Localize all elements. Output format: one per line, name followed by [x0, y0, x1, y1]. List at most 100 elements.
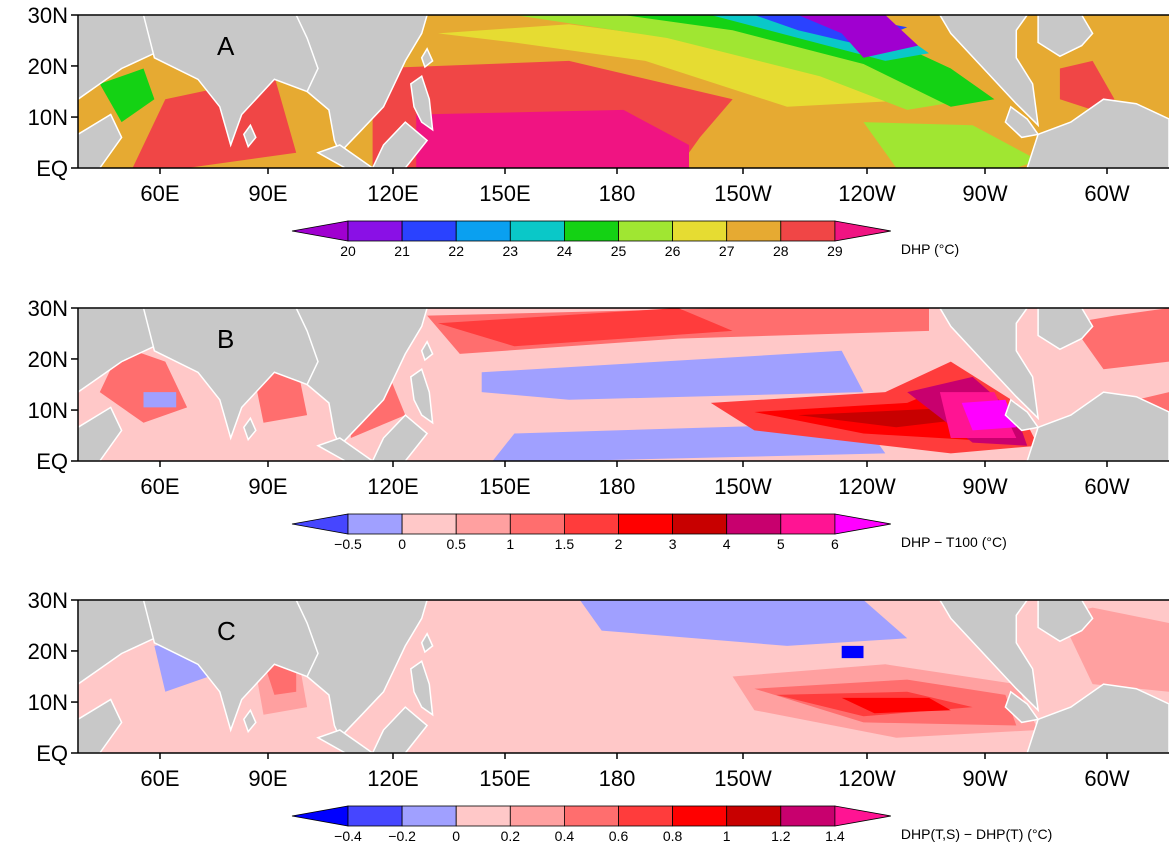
land-cuba-florida [1037, 15, 1094, 58]
lon-label: 180 [599, 181, 636, 206]
colorbar-label: 0 [398, 536, 406, 552]
colorbar-label: 5 [777, 536, 785, 552]
lon-label: 120W [838, 766, 896, 791]
lon-label: 90E [248, 766, 287, 791]
land-taiwan [420, 632, 434, 654]
colorbar-cell [780, 805, 836, 827]
colorbar-label: 0.4 [555, 828, 575, 844]
colorbar-high-arrow [834, 220, 891, 242]
colorbar-high-arrow [834, 805, 891, 827]
field-region [798, 15, 919, 58]
panel-letter: C [217, 616, 236, 646]
lat-label: 20N [28, 347, 68, 372]
colorbar-cell [401, 513, 457, 535]
land-taiwan [420, 340, 434, 362]
land-south-america [1026, 683, 1169, 753]
colorbar-cell [672, 805, 728, 827]
lon-label: 150E [479, 474, 530, 499]
colorbar-cell [780, 220, 836, 242]
land-borneo [371, 414, 429, 461]
field-region [1059, 60, 1115, 110]
colorbar-cell [509, 220, 565, 242]
lat-label: 10N [28, 690, 68, 715]
field-region [841, 645, 864, 659]
land-sri-lanka [242, 416, 257, 442]
land-sumatra-malaya [316, 144, 374, 168]
colorbar-label: 6 [831, 536, 839, 552]
colorbar-label: 25 [611, 243, 627, 259]
field-region [99, 68, 155, 123]
colorbar-cell [455, 220, 511, 242]
colorbar-high-arrow [834, 513, 891, 535]
field-region [143, 392, 177, 408]
lat-label: 30N [28, 296, 68, 321]
colorbar-cell [618, 513, 673, 535]
land-indochina [295, 15, 428, 155]
colorbar-label: 24 [557, 243, 573, 259]
land-central-america [1004, 690, 1040, 724]
lon-label: 150E [479, 181, 530, 206]
land-borneo [371, 706, 429, 753]
lon-label: 120W [838, 181, 896, 206]
colorbar-label: 26 [665, 243, 681, 259]
land-south-america [1026, 98, 1169, 168]
land-cuba-florida [1037, 308, 1094, 351]
colorbar-label: −0.2 [388, 828, 416, 844]
colorbar-label: 27 [719, 243, 735, 259]
field-region [1070, 308, 1169, 370]
colorbar-label: 1 [506, 536, 514, 552]
shaded-field-b [78, 308, 1169, 461]
field-region [579, 600, 908, 646]
lon-label: 90E [248, 474, 287, 499]
field-region [1059, 607, 1169, 692]
field-region [438, 308, 733, 347]
field-region [961, 399, 1017, 431]
land-mexico [939, 600, 1040, 713]
colorbar-low-arrow [291, 220, 349, 242]
land-sri-lanka [242, 123, 257, 149]
colorbar-cell [780, 513, 836, 535]
lon-label: 120E [367, 474, 418, 499]
lat-label: 10N [28, 105, 68, 130]
colorbar-cell [564, 513, 619, 535]
field-region [798, 409, 973, 428]
lon-label: 120E [367, 766, 418, 791]
colorbar-label: 0.8 [663, 828, 683, 844]
land-philippines [409, 660, 434, 717]
colorbar-label: 23 [503, 243, 519, 259]
land-south-america [1026, 391, 1169, 461]
colorbar-cell [564, 805, 619, 827]
colorbar-label: 1.5 [555, 536, 575, 552]
field-region [841, 697, 951, 714]
colorbar-label: 28 [773, 243, 789, 259]
lat-label: EQ [36, 449, 68, 474]
colorbar-cell [401, 220, 457, 242]
colorbar-title: DHP − T100 (°C) [901, 534, 1007, 550]
panel-letter: A [217, 31, 235, 61]
colorbar-low-arrow [291, 805, 349, 827]
land-central-america [1004, 105, 1040, 139]
colorbar-cell [401, 805, 457, 827]
lon-label: 150W [714, 181, 772, 206]
lat-label: 10N [28, 398, 68, 423]
land-philippines [409, 368, 434, 425]
land-sumatra-malaya [316, 437, 374, 461]
colorbar-cell [347, 220, 403, 242]
land-africa [78, 406, 123, 461]
land-africa [78, 113, 123, 168]
colorbar-cell [726, 805, 782, 827]
colorbar-label: 1.4 [825, 828, 845, 844]
land-borneo [371, 121, 429, 168]
colorbar-label: −0.4 [334, 828, 362, 844]
field-region [514, 15, 973, 110]
lon-label: 90E [248, 181, 287, 206]
land-sumatra-malaya [316, 729, 374, 753]
lon-label: 60E [140, 181, 179, 206]
lon-label: 150E [479, 766, 530, 791]
lon-label: 150W [714, 766, 772, 791]
colorbar-label: 0.2 [501, 828, 521, 844]
colorbar-low-arrow [291, 513, 349, 535]
